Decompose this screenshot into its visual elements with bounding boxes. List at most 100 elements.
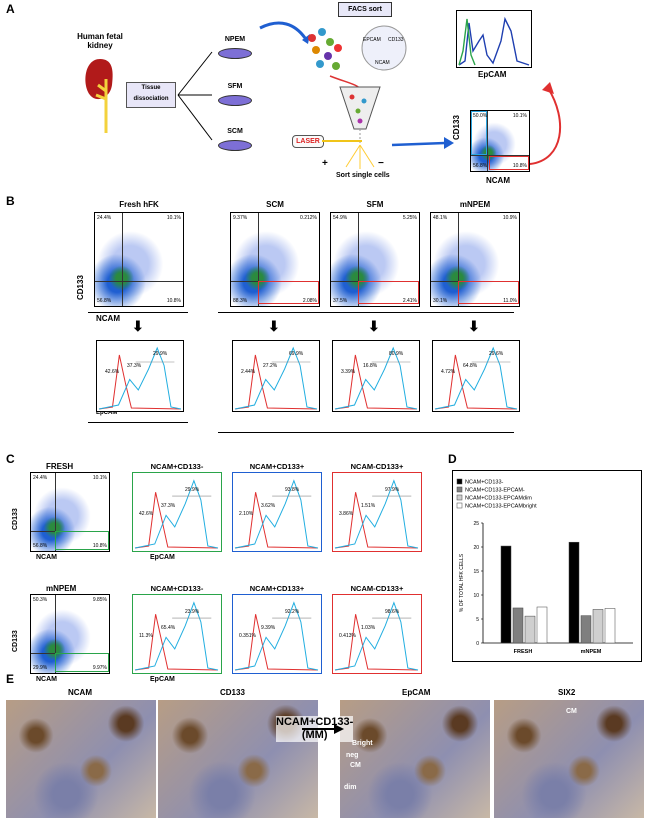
c-epcam-axis-1: EpCAM xyxy=(150,676,175,683)
dissociation-arrows xyxy=(177,51,213,141)
underline-b1 xyxy=(88,312,188,313)
b-hist-value-0: 2.44% xyxy=(241,369,256,375)
b-scatter-3: 48.1% 10.9% 30.1% 11.0% xyxy=(430,212,520,307)
bar-FRESH-2 xyxy=(524,615,536,644)
c-scatter-title-1: mNPEM xyxy=(46,584,77,593)
c-hist-value-2: 23.9% xyxy=(185,609,200,615)
ihc-image-six2 xyxy=(494,700,644,818)
c-histogram-0-0: 42.6% 37.3% 29.9% xyxy=(132,472,222,552)
cd133-axis-b: CD133 xyxy=(76,275,85,300)
c-histogram-0-2: 3.86%1.51%97.9% xyxy=(332,472,422,552)
bar-mNPEM-3 xyxy=(604,608,616,644)
quad-ur: 10.9% xyxy=(502,215,517,221)
underline-b2 xyxy=(218,312,514,313)
ncam-gate xyxy=(358,281,420,305)
cd133-axis-a: CD133 xyxy=(452,115,461,140)
panel-d-letter: D xyxy=(448,452,457,466)
quad-lr: 9.97% xyxy=(92,665,107,671)
c-hist-value-1: 37.3% xyxy=(161,503,176,509)
panel-b-letter: B xyxy=(6,194,15,208)
annot-cm: CM xyxy=(350,762,361,769)
ihc-title-ncam: NCAM xyxy=(68,688,92,697)
quad-ur: 10.1% xyxy=(92,475,107,481)
red-arrow-loop xyxy=(529,82,562,165)
bar-mNPEM-2 xyxy=(592,609,604,644)
laser-label: LASER xyxy=(292,135,324,148)
epcam-axis-b: EpCAM xyxy=(96,410,118,416)
b-down-arrow-icon-1: ⬇ xyxy=(268,318,280,334)
category-label-0: FRESH xyxy=(514,649,533,655)
plus-electrode: + xyxy=(322,158,328,169)
marker-ncam: NCAM xyxy=(375,60,390,66)
blue-gate xyxy=(471,111,487,155)
facs-cells-illustration xyxy=(259,21,407,94)
legend-swatch-1 xyxy=(456,486,463,493)
quad-ul: 50.0% xyxy=(473,113,488,119)
y-tick-label: 20 xyxy=(473,545,479,551)
gate-vertical xyxy=(487,111,488,171)
b-histogram-3: 4.72%64.8%29.6% xyxy=(432,340,520,412)
c-hist-value-1: 1.03% xyxy=(361,625,376,631)
bar-FRESH-3 xyxy=(536,606,548,644)
kidney-label: Human fetal kidney xyxy=(77,32,123,50)
c-hist-value-0: 3.86% xyxy=(339,511,354,517)
c-hist-value-1: 3.62% xyxy=(261,503,276,509)
mm-arrow-icon xyxy=(302,724,344,734)
bar-mNPEM-1 xyxy=(580,615,592,644)
epcam-axis-a: EpCAM xyxy=(478,70,507,79)
y-tick-label: 25 xyxy=(473,521,479,527)
y-tick-label: 5 xyxy=(476,617,479,623)
quad-ul: 24.4% xyxy=(97,215,112,221)
annot-bright: Bright xyxy=(352,740,373,747)
quad-ul: 48.1% xyxy=(433,215,448,221)
c-hist-value-1: 1.51% xyxy=(361,503,376,509)
ihc-title-six2: SIX2 xyxy=(558,688,576,697)
quad-ur: 5.25% xyxy=(402,215,417,221)
quad-ll: 30.1% xyxy=(433,298,448,304)
quad-ul: 24.4% xyxy=(33,475,48,481)
c-hist-title-1-2: NCAM-CD133+ xyxy=(350,584,404,593)
quad-lr: 10.8% xyxy=(92,543,107,549)
b-down-arrow-icon-2: ⬇ xyxy=(368,318,380,334)
c-hist-title-0-1: NCAM+CD133+ xyxy=(249,462,305,471)
quad-ur: 0.212% xyxy=(300,215,317,221)
y-axis-label: % OF TOTAL HFK CELLS xyxy=(459,553,465,612)
gate-vertical xyxy=(55,595,56,673)
category-label-1: mNPEM xyxy=(581,649,602,655)
annot-cm-six2: CM xyxy=(566,708,577,715)
b-hist-value-2: 69.9% xyxy=(289,351,304,357)
quad-ll: 37.5% xyxy=(333,298,348,304)
b-scatter-1: 9.37%0.212%88.3%2.08% xyxy=(230,212,320,307)
epcam-histogram-a xyxy=(456,10,532,68)
quad-ul: 54.9% xyxy=(333,215,348,221)
facs-sort-label: FACS sort xyxy=(338,2,392,17)
b-histogram-0: 42.6%37.3%29.9% xyxy=(96,340,184,412)
ncam-axis-b: NCAM xyxy=(96,314,120,323)
b-plot-title-0: Fresh hFK xyxy=(119,200,159,209)
b-down-arrow-icon-3: ⬇ xyxy=(468,318,480,334)
c-histogram-0-1: 2.10%3.62%93.8% xyxy=(232,472,322,552)
gate-vertical xyxy=(258,213,259,306)
minus-electrode: − xyxy=(378,158,384,169)
c-hist-value-0: 42.6% xyxy=(139,511,154,517)
ncam-gate xyxy=(55,652,110,672)
quad-lr: 10.8% xyxy=(166,298,181,304)
quad-ur: 10.1% xyxy=(512,113,527,119)
ihc-image-ncam xyxy=(6,700,156,818)
ncam-gate xyxy=(55,530,110,550)
bar-FRESH-1 xyxy=(512,607,524,644)
b-hist-value-0: 4.72% xyxy=(441,369,456,375)
gate-vertical xyxy=(122,213,123,306)
ncam-gate xyxy=(258,281,320,305)
c-histogram-1-1: 0.351%9.39%92.2% xyxy=(232,594,322,674)
ncam-axis-a: NCAM xyxy=(486,176,510,185)
quad-ll: 88.3% xyxy=(233,298,248,304)
c-hist-value-2: 29.9% xyxy=(185,487,200,493)
b-scatter-2: 54.9%5.25%37.5%2.41% xyxy=(330,212,420,307)
b-hist-value-1: 16.8% xyxy=(363,363,378,369)
b-hist-value-0: 42.6% xyxy=(105,369,120,375)
quad-lr: 11.0% xyxy=(503,298,517,304)
annot-dim: dim xyxy=(344,784,357,791)
y-tick-label: 10 xyxy=(473,593,479,599)
